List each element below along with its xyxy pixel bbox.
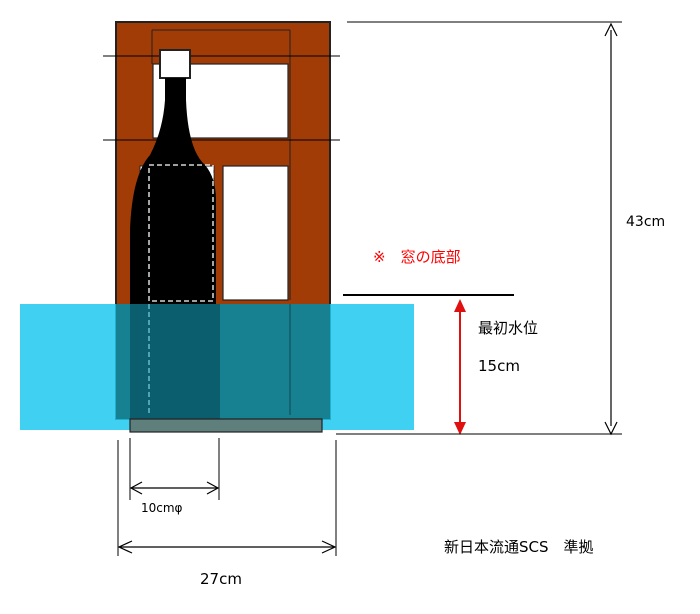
bottle-dashed-outline: [148, 164, 214, 302]
width-label: 27cm: [200, 570, 242, 588]
water-level-arrow: [454, 299, 466, 435]
water-level-title: 最初水位: [478, 319, 538, 337]
standard-note: 新日本流通SCS 準拠: [444, 538, 594, 556]
diameter-label: 10cmφ: [141, 501, 183, 515]
water-over-bottle: [130, 304, 220, 419]
height-label: 43cm: [626, 214, 665, 230]
diameter-dimension-arrow: [129, 481, 220, 495]
bottle-cap: [159, 49, 191, 79]
water-level-value: 15cm: [478, 357, 520, 375]
lower-window: [222, 165, 289, 301]
box-base: [129, 418, 323, 433]
window-bottom-note: ※ 窓の底部: [373, 248, 461, 266]
height-dimension-arrow: [604, 22, 618, 436]
width-dimension-arrow: [117, 540, 337, 554]
